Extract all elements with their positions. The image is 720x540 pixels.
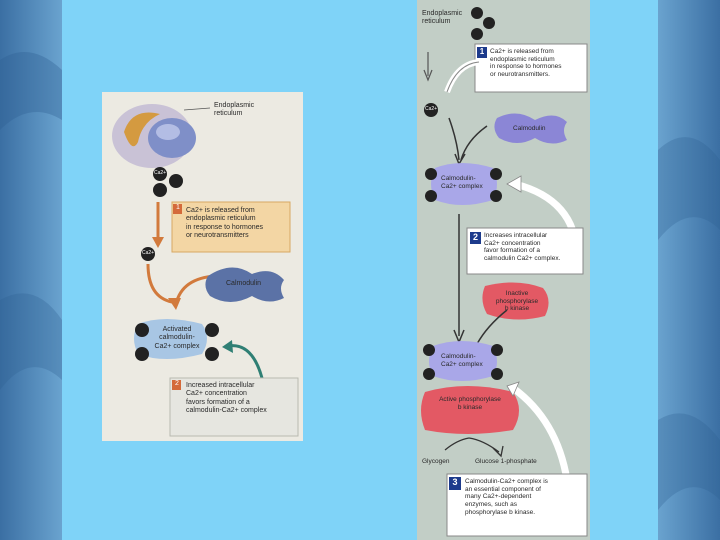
left-figure-drawing	[112, 104, 299, 437]
er-label: Endoplasmic reticulum	[422, 10, 463, 26]
calcium-ion-label: Ca2+	[154, 170, 167, 176]
calcium-ion	[141, 247, 155, 261]
step3-number: 3	[452, 477, 458, 487]
step1-number: 1	[176, 204, 180, 211]
step2-text: Increases intracellular Ca2+ concentrati…	[484, 232, 561, 262]
calmodulin-shape	[205, 267, 284, 302]
complex2-label: Calmodulin- Ca2+ complex	[441, 353, 483, 368]
step2-number: 2	[175, 380, 179, 387]
step1-number: 1	[479, 47, 485, 56]
complex-shape	[431, 163, 497, 205]
calcium-ion-label: Ca2+	[425, 106, 438, 112]
calcium-ion	[153, 183, 167, 197]
step2-box	[169, 377, 299, 437]
left-figure: Endoplasmic reticulum Ca2+ 1 Ca2+ is rel…	[102, 92, 303, 441]
calmodulin-shape	[494, 113, 567, 144]
step1-text: Ca2+ is released from endoplasmic reticu…	[186, 207, 264, 239]
step1-badge	[477, 47, 487, 58]
complex-shape	[134, 319, 207, 359]
calcium-ion	[169, 174, 183, 188]
step1-box	[474, 43, 588, 93]
calcium-ion	[471, 28, 483, 40]
endoplasmic-reticulum-shape	[124, 112, 160, 147]
step2-badge	[172, 380, 181, 390]
step2-badge	[470, 232, 481, 244]
er-label: Endoplasmic reticulum	[214, 102, 255, 118]
right-figure: Endoplasmic reticulum 1 Ca2+ is released…	[417, 0, 590, 540]
step1-text: Ca2+ is released from endoplasmic reticu…	[490, 48, 562, 78]
inactive-enzyme-label: Inactive phosphorylase b kinase	[495, 290, 539, 313]
glucose-label: Glucose 1-phosphate	[475, 458, 537, 465]
complex-label: Activated calmodulin- Ca2+ complex	[154, 326, 200, 350]
calmodulin-label: Calmodulin	[513, 125, 546, 132]
step1-box	[171, 201, 291, 253]
calmodulin-label: Calmodulin	[226, 280, 262, 287]
complex-label: Calmodulin- Ca2+ complex	[441, 175, 483, 190]
active-enzyme-shape	[421, 386, 519, 434]
step3-box	[446, 473, 588, 537]
step2-box	[466, 227, 584, 275]
active-enzyme-label: Active phosphorylase b kinase	[439, 396, 501, 411]
step3-text: Calmodulin-Ca2+ complex is an essential …	[465, 478, 548, 516]
step2-number: 2	[472, 232, 478, 242]
glycogen-label: Glycogen	[422, 458, 450, 465]
calcium-ion	[153, 167, 167, 181]
complex-shape	[429, 341, 497, 381]
step2-text: Increased intracellular Ca2+ concentrati…	[186, 382, 267, 414]
calcium-ion	[471, 7, 483, 19]
step1-badge	[173, 204, 182, 214]
calcium-ion-label: Ca2+	[142, 250, 155, 256]
step3-badge	[449, 477, 461, 490]
inactive-enzyme-shape	[482, 282, 549, 320]
right-figure-drawing	[421, 7, 588, 537]
calcium-ion	[483, 17, 495, 29]
